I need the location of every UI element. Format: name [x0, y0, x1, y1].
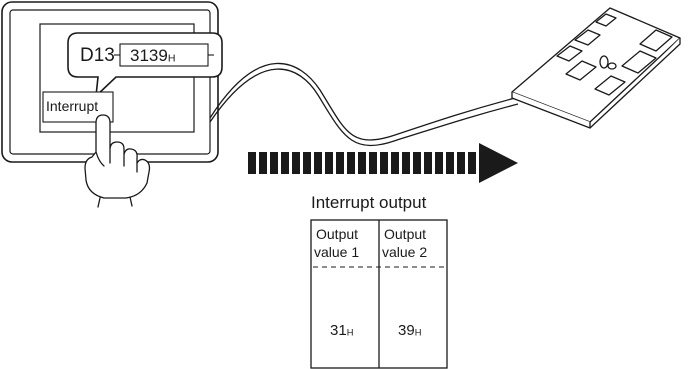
device-name-label: D13: [80, 45, 115, 66]
column-2-header-line1: Output: [384, 226, 427, 242]
device-value-suffix: H: [167, 52, 176, 65]
column-2-value: 39H: [398, 323, 421, 338]
cable: [209, 62, 516, 141]
output-panel-title: Interrupt output: [311, 193, 427, 212]
device-value-label: 3139H: [130, 47, 175, 64]
column-2-value-text: 39: [398, 322, 415, 339]
output-table: [310, 219, 448, 369]
dashed-arrow-right-icon: [248, 143, 518, 183]
column-1-value: 31H: [330, 323, 353, 338]
column-2-header-line2: value 2: [382, 244, 428, 260]
column-1-header-line1: Output: [316, 226, 359, 242]
device-callout: [67, 32, 223, 99]
device-value-text: 3139: [130, 46, 168, 65]
pointing-hand-icon: [84, 114, 151, 208]
column-1-value-suffix: H: [346, 327, 354, 338]
column-2-value-suffix: H: [414, 327, 422, 338]
interrupt-switch-label: Interrupt: [46, 98, 99, 114]
circuit-board-icon: [511, 7, 681, 129]
column-1-value-text: 31: [330, 322, 347, 339]
column-1-header-line2: value 1: [314, 244, 360, 260]
